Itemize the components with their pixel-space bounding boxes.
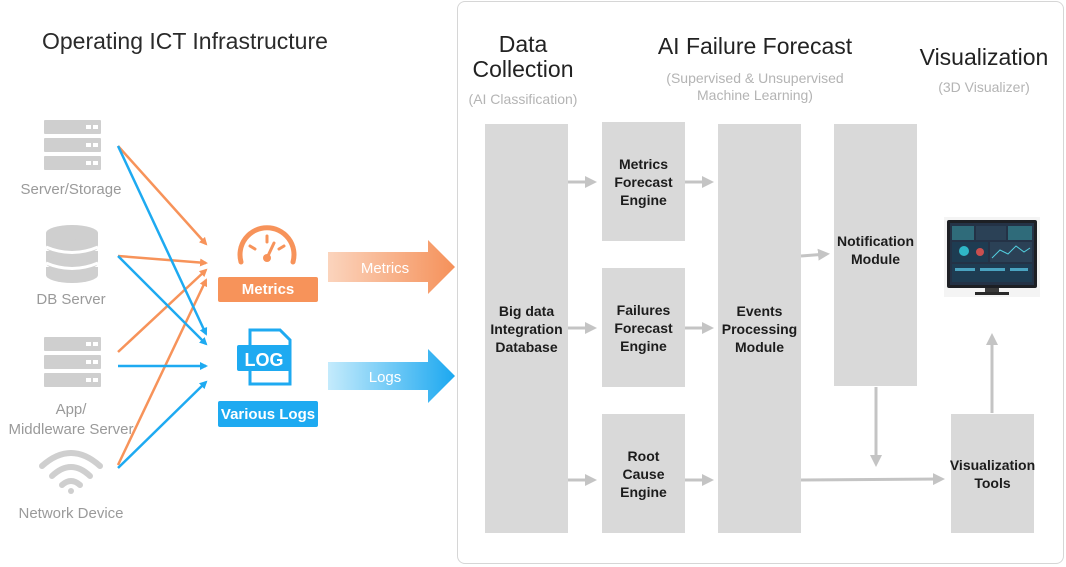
visualization-subtitle: (3D Visualizer)	[938, 79, 1030, 95]
log-icon-text: LOG	[245, 350, 284, 370]
logs-arrow-label: Logs	[369, 369, 402, 386]
failures-forecast-engine-box: Failures Forecast Engine	[602, 268, 685, 387]
metrics-tag: Metrics	[218, 277, 318, 302]
metrics-flow-arrow	[328, 240, 455, 294]
device-label-app-middleware: App/ Middleware Server	[8, 401, 134, 438]
wifi-icon	[39, 450, 103, 494]
infrastructure-title: Operating ICT Infrastructure	[42, 28, 328, 54]
events-processing-module-box: Events Processing Module	[718, 124, 801, 533]
log-file-icon: LOG	[237, 328, 292, 386]
metrics-forecast-engine-box: Metrics Forecast Engine	[602, 122, 685, 241]
various-logs-tag: Various Logs	[218, 401, 318, 427]
notification-module-box: Notification Module	[834, 124, 917, 386]
server-storage-icon	[44, 120, 101, 170]
database-icon	[45, 225, 99, 283]
device-label-network-device: Network Device	[18, 505, 124, 522]
bigdata-database-box: Big data Integration Database	[485, 124, 568, 533]
data-collection-title: Data Collection	[472, 31, 574, 82]
gauge-icon	[237, 225, 297, 265]
visualization-tools-box: Visualization Tools	[950, 414, 1035, 533]
metrics-arrow-label: Metrics	[361, 260, 409, 277]
visualization-title: Visualization	[919, 44, 1049, 70]
device-label-server-storage: Server/Storage	[20, 181, 122, 198]
logs-flow-arrow	[328, 349, 455, 403]
app-server-icon	[44, 337, 101, 387]
monitor-dashboard-icon	[944, 217, 1040, 297]
ai-forecast-subtitle: (Supervised & Unsupervised Machine Learn…	[666, 70, 844, 103]
ai-forecast-title: AI Failure Forecast	[657, 33, 853, 59]
data-collection-subtitle: (AI Classification)	[468, 91, 578, 107]
root-cause-engine-box: Root Cause Engine	[602, 414, 685, 533]
device-label-db-server: DB Server	[36, 291, 106, 308]
